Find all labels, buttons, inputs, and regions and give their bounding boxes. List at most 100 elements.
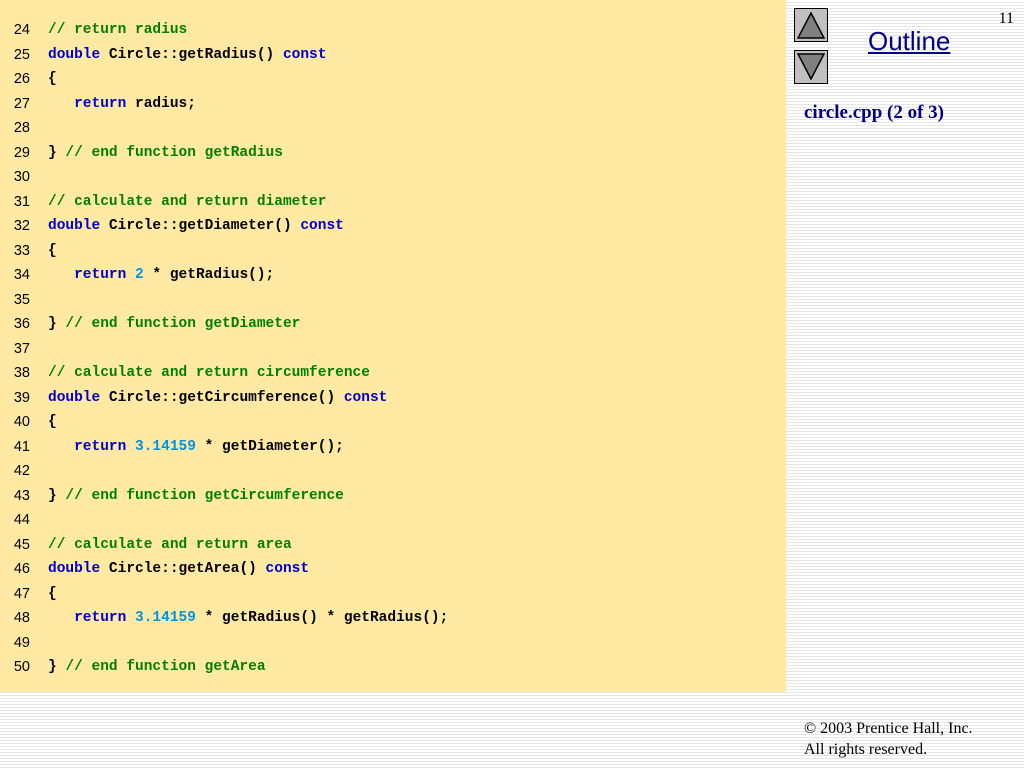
code-keyword: double bbox=[48, 46, 101, 63]
code-line: 30 bbox=[0, 167, 786, 191]
line-number: 25 bbox=[13, 46, 30, 63]
copyright-line: © 2003 Prentice Hall, Inc. bbox=[804, 720, 973, 737]
code-plain bbox=[48, 96, 74, 112]
code-text: // calculate and return circumference bbox=[48, 363, 370, 383]
line-number: 44 bbox=[13, 512, 30, 528]
code-line: 34 return 2 * getRadius(); bbox=[0, 265, 786, 289]
code-keyword: return bbox=[74, 610, 127, 626]
code-plain: { bbox=[48, 71, 57, 87]
code-line: 31 // calculate and return diameter bbox=[0, 192, 786, 216]
copyright-notice: © 2003 Prentice Hall, Inc. All rights re… bbox=[804, 718, 973, 760]
code-number: 3.14159 bbox=[135, 610, 196, 626]
code-comment: // end function getRadius bbox=[65, 144, 283, 161]
code-plain bbox=[48, 439, 74, 455]
code-text: } // end function getCircumference bbox=[48, 486, 344, 506]
code-text: double Circle::getDiameter() const bbox=[48, 216, 344, 236]
code-text: } // end function getArea bbox=[48, 657, 266, 677]
code-line: 48 return 3.14159 * getRadius() * getRad… bbox=[0, 608, 786, 632]
line-number: 33 bbox=[13, 242, 30, 259]
code-comment: // calculate and return circumference bbox=[48, 365, 370, 381]
line-number: 36 bbox=[13, 316, 30, 332]
code-comment: // end function getDiameter bbox=[65, 316, 301, 332]
line-number: 40 bbox=[13, 414, 30, 430]
line-number: 47 bbox=[13, 585, 30, 602]
code-plain bbox=[126, 610, 135, 626]
code-plain bbox=[48, 267, 74, 283]
code-text: double Circle::getCircumference() const bbox=[48, 388, 387, 408]
code-keyword: const bbox=[282, 46, 327, 63]
code-line: 24 // return radius bbox=[0, 20, 786, 44]
next-slide-button[interactable] bbox=[794, 50, 828, 84]
code-text: { bbox=[48, 241, 57, 261]
code-plain: Circle::getRadius() bbox=[100, 46, 283, 63]
code-number: 3.14159 bbox=[135, 438, 196, 455]
code-line: 35 bbox=[0, 290, 786, 314]
code-comment: // return radius bbox=[48, 22, 188, 38]
code-plain: { bbox=[48, 585, 57, 602]
code-line: 50 } // end function getArea bbox=[0, 657, 786, 681]
line-number: 46 bbox=[13, 561, 30, 577]
code-text: // calculate and return diameter bbox=[48, 192, 326, 212]
line-number: 34 bbox=[13, 267, 30, 283]
line-number: 26 bbox=[13, 71, 30, 87]
line-number: 24 bbox=[13, 22, 30, 38]
code-line: 41 return 3.14159 * getDiameter(); bbox=[0, 437, 786, 461]
line-number: 30 bbox=[13, 169, 30, 185]
code-plain: radius; bbox=[126, 95, 196, 112]
triangle-down-icon bbox=[796, 53, 826, 81]
code-text: return 3.14159 * getRadius() * getRadius… bbox=[48, 608, 448, 628]
code-line: 37 bbox=[0, 339, 786, 363]
code-text: double Circle::getRadius() const bbox=[48, 45, 326, 65]
previous-slide-button[interactable] bbox=[794, 8, 828, 42]
line-number: 38 bbox=[13, 365, 30, 381]
code-keyword: const bbox=[265, 561, 310, 577]
line-number: 29 bbox=[13, 144, 30, 161]
outline-link[interactable]: Outline bbox=[868, 26, 951, 56]
code-text: double Circle::getArea() const bbox=[48, 559, 309, 579]
code-line: 44 bbox=[0, 510, 786, 534]
line-number: 31 bbox=[13, 193, 30, 210]
code-keyword: double bbox=[48, 218, 101, 234]
code-plain: { bbox=[48, 414, 57, 430]
line-number: 32 bbox=[13, 218, 30, 234]
code-line: 26 { bbox=[0, 69, 786, 93]
code-line: 40 { bbox=[0, 412, 786, 436]
page-number: 11 bbox=[998, 10, 1014, 27]
code-keyword: double bbox=[48, 561, 101, 577]
code-keyword: const bbox=[300, 218, 344, 234]
code-text: return 3.14159 * getDiameter(); bbox=[48, 437, 344, 457]
code-keyword: double bbox=[48, 389, 101, 406]
code-plain: Circle::getCircumference() bbox=[100, 389, 344, 406]
code-keyword: return bbox=[74, 438, 127, 455]
code-text: { bbox=[48, 412, 57, 432]
code-plain: Circle::getDiameter() bbox=[100, 218, 301, 234]
code-text: return 2 * getRadius(); bbox=[48, 265, 274, 285]
line-number: 37 bbox=[13, 340, 30, 357]
code-comment: // end function getCircumference bbox=[65, 487, 344, 504]
code-text: } // end function getRadius bbox=[48, 143, 283, 163]
code-line: 33 { bbox=[0, 241, 786, 265]
line-number: 41 bbox=[13, 438, 30, 455]
code-comment: // calculate and return diameter bbox=[48, 193, 327, 210]
code-line: 32 double Circle::getDiameter() const bbox=[0, 216, 786, 240]
code-plain: Circle::getArea() bbox=[100, 561, 266, 577]
code-text: { bbox=[48, 584, 57, 604]
code-plain bbox=[126, 267, 135, 283]
code-plain: * getRadius(); bbox=[143, 267, 275, 283]
file-title: circle.cpp (2 of 3) bbox=[804, 102, 944, 123]
code-comment: // calculate and return area bbox=[48, 536, 292, 553]
code-text: } // end function getDiameter bbox=[48, 314, 300, 334]
code-number: 2 bbox=[135, 267, 144, 283]
code-keyword: return bbox=[74, 267, 127, 283]
line-number: 50 bbox=[13, 659, 30, 675]
code-line: 36 } // end function getDiameter bbox=[0, 314, 786, 338]
rights-line: All rights reserved. bbox=[804, 741, 928, 758]
code-plain: } bbox=[48, 487, 66, 504]
code-text: // calculate and return area bbox=[48, 535, 292, 555]
code-line: 27 return radius; bbox=[0, 94, 786, 118]
code-line: 47 { bbox=[0, 584, 786, 608]
line-number: 42 bbox=[13, 463, 30, 479]
code-text: // return radius bbox=[48, 20, 187, 40]
